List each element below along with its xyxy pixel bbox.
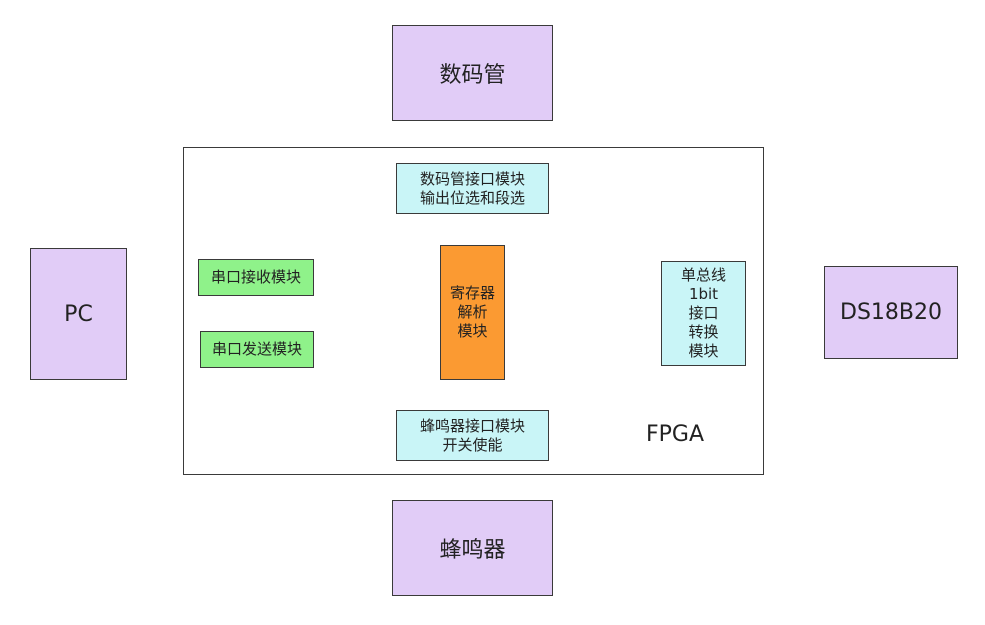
seg-module-line-2: 输出位选和段选 — [419, 188, 525, 207]
uart-rx-label: 串口接收模块 — [210, 268, 301, 286]
pc-box: PC — [30, 248, 127, 380]
uart-tx-module: 串口发送模块 — [200, 331, 314, 368]
parser-line-2: 解析 — [457, 303, 488, 321]
ds18b20-box: DS18B20 — [824, 266, 958, 359]
buzzer-box: 蜂鸣器 — [392, 500, 553, 596]
buzzer-module-line-2: 开关使能 — [442, 435, 503, 454]
pc-label: PC — [64, 301, 93, 327]
uart-tx-label: 串口发送模块 — [211, 340, 302, 358]
seg-display-box: 数码管 — [392, 25, 553, 121]
ds18b20-label: DS18B20 — [840, 300, 942, 325]
parser-line-3: 模块 — [457, 322, 488, 340]
onewire-line-2: 1bit — [688, 285, 719, 303]
onewire-line-1: 单总线 — [680, 266, 726, 284]
uart-rx-module: 串口接收模块 — [198, 259, 314, 296]
parser-line-1: 寄存器 — [449, 284, 495, 302]
fpga-label: FPGA — [646, 422, 705, 447]
onewire-line-4: 转换 — [688, 323, 719, 341]
onewire-interface-module: 单总线 1bit 接口 转换 模块 — [661, 261, 746, 366]
buzzer-interface-module: 蜂鸣器接口模块 开关使能 — [396, 410, 549, 461]
seg-display-label: 数码管 — [439, 63, 506, 88]
seg-interface-module: 数码管接口模块 输出位选和段选 — [396, 163, 549, 214]
onewire-line-3: 接口 — [688, 304, 719, 322]
buzzer-module-line-1: 蜂鸣器接口模块 — [419, 416, 525, 435]
onewire-line-5: 模块 — [688, 342, 719, 360]
seg-module-line-1: 数码管接口模块 — [419, 169, 525, 188]
buzzer-label: 蜂鸣器 — [439, 538, 506, 563]
register-parser-module: 寄存器 解析 模块 — [440, 245, 505, 380]
